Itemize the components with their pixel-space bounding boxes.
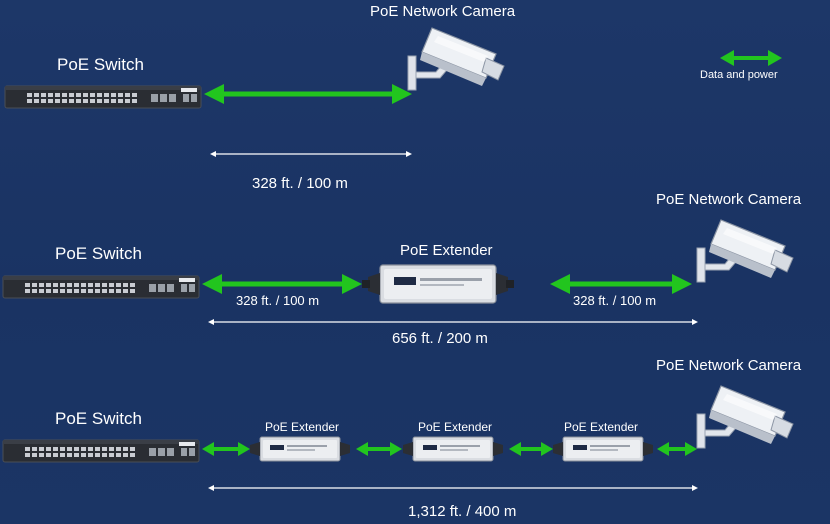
segment-distance-2b: 328 ft. / 100 m	[573, 293, 657, 308]
poe-extender-2	[361, 264, 515, 304]
camera-3	[696, 385, 794, 449]
dimension-line-2	[208, 319, 698, 325]
poe-extender-3b	[402, 436, 504, 462]
poe-switch-3	[2, 439, 200, 463]
camera-2	[696, 219, 794, 283]
data-power-arrow	[202, 274, 362, 294]
total-distance-3: 1,312 ft. / 400 m	[408, 503, 517, 520]
poe-switch-2	[2, 275, 200, 299]
total-distance-1: 328 ft. / 100 m	[252, 175, 348, 192]
extender-label-2: PoE Extender	[400, 242, 493, 259]
data-power-arrows-row3	[202, 442, 697, 456]
extender-label-3a: PoE Extender	[265, 420, 340, 434]
camera-label-1: PoE Network Camera	[370, 3, 516, 20]
dimension-line-1	[210, 151, 412, 157]
poe-extender-3a	[249, 436, 351, 462]
extender-label-3b: PoE Extender	[418, 420, 493, 434]
segment-distance-2a: 328 ft. / 100 m	[236, 293, 320, 308]
camera-label-3: PoE Network Camera	[656, 357, 802, 374]
legend-label: Data and power	[700, 69, 778, 81]
dimension-line-3	[208, 485, 698, 491]
total-distance-2: 656 ft. / 200 m	[392, 330, 488, 347]
poe-switch-1	[4, 85, 202, 109]
data-power-arrow	[204, 84, 412, 104]
switch-label-3: PoE Switch	[55, 409, 142, 428]
extender-label-3c: PoE Extender	[564, 420, 639, 434]
switch-label-1: PoE Switch	[57, 55, 144, 74]
camera-1	[407, 27, 505, 91]
poe-extender-3c	[552, 436, 654, 462]
switch-label-2: PoE Switch	[55, 244, 142, 263]
legend-double-arrow-icon	[720, 50, 782, 66]
data-power-arrow	[550, 274, 692, 294]
camera-label-2: PoE Network Camera	[656, 191, 802, 208]
